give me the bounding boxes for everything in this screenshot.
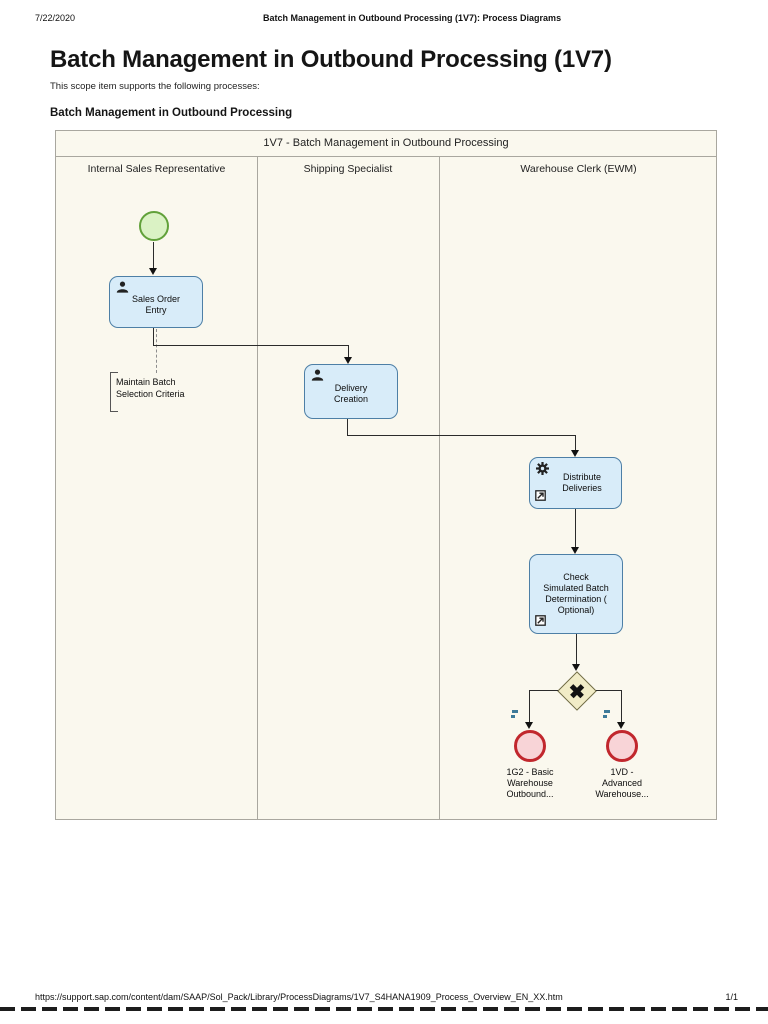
- print-header-title: Batch Management in Outbound Processing …: [263, 13, 562, 23]
- flow-segment: [153, 328, 154, 346]
- link-marker-icon: [535, 490, 546, 504]
- lane-title-warehouse-clerk-ewm: Warehouse Clerk (EWM): [520, 163, 637, 175]
- lane-divider: [439, 156, 440, 819]
- association-dotted-line: [156, 329, 157, 373]
- end-event-1g2: [514, 730, 546, 762]
- task-sales-order-entry: Sales Order Entry: [109, 276, 203, 328]
- flow-segment: [348, 345, 349, 358]
- person-icon: [116, 281, 129, 296]
- task-check-simulated-batch-determination: Check Simulated Batch Determination ( Op…: [529, 554, 623, 634]
- pool-title: 1V7 - Batch Management in Outbound Proce…: [56, 131, 716, 157]
- flow-segment: [596, 690, 622, 691]
- intro-text: This scope item supports the following p…: [50, 81, 260, 92]
- annotation-bracket: [110, 372, 118, 412]
- flow-segment: [153, 345, 349, 346]
- gear-icon: [536, 462, 549, 478]
- flow-segment: [575, 435, 576, 451]
- flow-arrowhead: [571, 450, 579, 457]
- flow-segment: [576, 634, 577, 665]
- print-footer: https://support.sap.com/content/dam/SAAP…: [35, 992, 738, 1002]
- task-delivery-creation: Delivery Creation: [304, 364, 398, 419]
- flow-arrowhead: [571, 547, 579, 554]
- task-distribute-deliveries: Distribute Deliveries: [529, 457, 622, 509]
- print-date: 7/22/2020: [35, 13, 76, 23]
- flow-arrowhead: [344, 357, 352, 364]
- end-event-label-1g2: 1G2 - Basic Warehouse Outbound...: [506, 767, 554, 799]
- section-heading: Batch Management in Outbound Processing: [50, 107, 293, 119]
- page-bottom-bar: [0, 1007, 768, 1011]
- task-label: Sales Order Entry: [131, 293, 181, 315]
- link-flow-marker-icon: [603, 710, 610, 720]
- flow-segment: [347, 435, 576, 436]
- flow-arrowhead: [149, 268, 157, 275]
- annotation-maintain-batch: Maintain Batch Selection Criteria: [116, 377, 185, 399]
- page-title: Batch Management in Outbound Processing …: [50, 46, 612, 73]
- exclusive-gateway: [557, 671, 597, 711]
- task-label: Check Simulated Batch Determination ( Op…: [543, 572, 609, 615]
- lane-title-internal-sales-representative: Internal Sales Representative: [87, 163, 226, 175]
- flow-arrowhead: [617, 722, 625, 729]
- page-number: 1/1: [725, 992, 738, 1002]
- flow-segment: [621, 690, 622, 723]
- end-event-1vd: [606, 730, 638, 762]
- link-flow-marker-icon: [511, 710, 518, 720]
- lane-divider: [257, 156, 258, 819]
- flow-arrowhead: [572, 664, 580, 671]
- flow-segment: [575, 509, 576, 548]
- task-label: Distribute Deliveries: [562, 472, 602, 493]
- flow-arrowhead: [525, 722, 533, 729]
- flow-segment: [529, 690, 530, 723]
- task-label: Delivery Creation: [333, 383, 369, 404]
- flow-segment: [530, 690, 558, 691]
- person-icon: [311, 369, 324, 384]
- link-marker-icon: [535, 615, 546, 629]
- end-event-label-1vd: 1VD - Advanced Warehouse...: [595, 767, 649, 799]
- footer-url-link[interactable]: https://support.sap.com/content/dam/SAAP…: [35, 992, 563, 1002]
- process-diagram-pool: 1V7 - Batch Management in Outbound Proce…: [55, 130, 717, 820]
- flow-segment: [153, 242, 154, 269]
- start-event: [139, 211, 169, 241]
- lane-title-shipping-specialist: Shipping Specialist: [303, 163, 393, 175]
- flow-segment: [347, 419, 348, 436]
